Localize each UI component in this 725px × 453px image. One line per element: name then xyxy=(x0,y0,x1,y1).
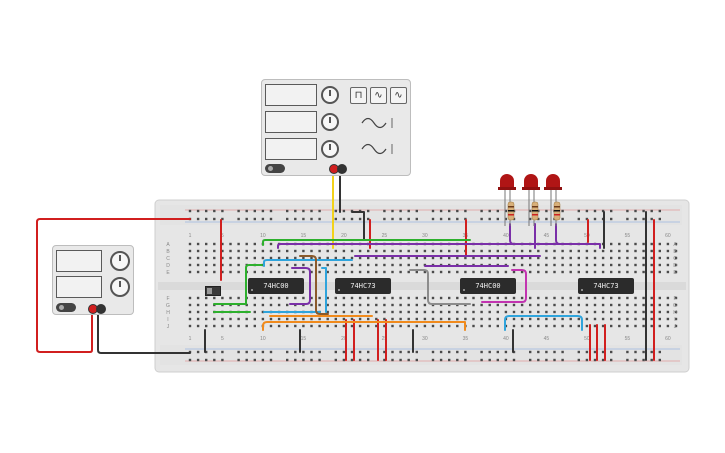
column-number: 15 xyxy=(301,336,307,342)
column-number: 20 xyxy=(341,336,347,342)
row-letter: B xyxy=(166,249,170,255)
wire-black-power xyxy=(97,307,191,354)
generator-power-switch[interactable] xyxy=(265,164,285,173)
ic-chip-2[interactable]: 74HC73 xyxy=(335,278,391,294)
row-letter: J xyxy=(167,324,170,330)
wire-blue-right xyxy=(504,315,583,331)
row-letter: C xyxy=(673,256,677,262)
row-letter: E xyxy=(166,270,170,276)
column-number: 30 xyxy=(422,336,428,342)
led-array[interactable] xyxy=(498,174,562,226)
sine-symbol-icon xyxy=(361,117,393,129)
wire-red-power xyxy=(36,218,191,353)
wire-blue-3 xyxy=(321,267,327,313)
column-number: 45 xyxy=(544,336,550,342)
column-number: 35 xyxy=(463,336,469,342)
power-supply[interactable] xyxy=(52,245,134,315)
wire-purple-led-1 xyxy=(509,223,541,245)
column-number: 1 xyxy=(189,233,192,239)
square-wave-icon[interactable]: ⊓ xyxy=(350,87,367,104)
supply-power-switch[interactable] xyxy=(56,303,76,312)
row-letter: F xyxy=(673,296,676,302)
column-number: 50 xyxy=(584,336,590,342)
wire-blue-1 xyxy=(263,259,353,267)
column-number: 55 xyxy=(625,233,631,239)
led-3 xyxy=(544,174,562,226)
supply-negative-terminal[interactable] xyxy=(96,304,106,314)
led-2 xyxy=(522,174,540,226)
power-rail-bottom xyxy=(160,345,682,365)
wire-purple-led-3 xyxy=(555,223,599,245)
row-letter: B xyxy=(673,249,677,255)
ic-chip-3[interactable]: 74HC00 xyxy=(460,278,516,294)
frequency-knob[interactable] xyxy=(321,86,339,104)
row-letter: I xyxy=(167,317,168,323)
generator-display-offset xyxy=(265,138,317,160)
ic-chip-1[interactable]: 74HC00 xyxy=(248,278,304,294)
row-letter: G xyxy=(166,303,170,309)
row-letter: D xyxy=(673,263,677,269)
column-number: 25 xyxy=(382,336,388,342)
row-letter: E xyxy=(673,270,677,276)
amplitude-knob[interactable] xyxy=(321,113,339,131)
column-number: 45 xyxy=(544,233,550,239)
row-letter: H xyxy=(673,310,677,316)
supply-display-current xyxy=(56,276,102,298)
offset-knob[interactable] xyxy=(321,140,339,158)
wire-green-input xyxy=(213,264,263,305)
ic-chip-4[interactable]: 74HC73 xyxy=(578,278,634,294)
wire-magenta xyxy=(481,269,527,303)
offset-symbol-icon xyxy=(361,143,393,155)
row-letter: H xyxy=(166,310,170,316)
column-number: 55 xyxy=(625,336,631,342)
column-number: 25 xyxy=(382,233,388,239)
column-number: 5 xyxy=(221,336,224,342)
wire-green-long xyxy=(262,239,471,246)
column-number: 10 xyxy=(260,233,266,239)
breadboard-labels: 1155101015152020252530303535404045455050… xyxy=(166,233,677,342)
wires[interactable] xyxy=(36,169,655,361)
column-number: 15 xyxy=(301,233,307,239)
row-letter: J xyxy=(674,324,677,330)
column-number: 40 xyxy=(503,336,509,342)
generator-display-frequency xyxy=(265,84,317,106)
wire-black-jumper xyxy=(351,211,365,241)
column-number: 20 xyxy=(341,233,347,239)
row-letter: A xyxy=(673,242,677,248)
row-letter: I xyxy=(674,317,675,323)
row-letter: C xyxy=(166,256,170,262)
voltage-knob[interactable] xyxy=(110,251,130,271)
wire-brown xyxy=(299,255,329,315)
row-letter: A xyxy=(166,242,170,248)
column-number: 5 xyxy=(221,233,224,239)
slide-switch[interactable] xyxy=(205,286,221,296)
sine-wave-icon[interactable]: ∿ xyxy=(390,87,407,104)
led-1 xyxy=(498,174,516,226)
supply-display-voltage xyxy=(56,250,102,272)
column-number: 40 xyxy=(503,233,509,239)
function-generator[interactable]: ⊓ ∿ ∿ xyxy=(261,79,411,176)
row-letter: F xyxy=(166,296,169,302)
breadboard-center-channel xyxy=(158,282,686,290)
generator-negative-terminal[interactable] xyxy=(337,164,347,174)
wire-gray xyxy=(409,269,471,305)
row-letter: D xyxy=(166,263,170,269)
current-knob[interactable] xyxy=(110,277,130,297)
column-number: 60 xyxy=(665,336,671,342)
column-number: 60 xyxy=(665,233,671,239)
column-number: 10 xyxy=(260,336,266,342)
column-number: 30 xyxy=(422,233,428,239)
column-number: 1 xyxy=(189,336,192,342)
row-letter: G xyxy=(673,303,677,309)
wire-purple-loop xyxy=(289,267,311,305)
wire-purple-long xyxy=(277,243,601,249)
wire-orange-long xyxy=(262,321,466,331)
triangle-wave-icon[interactable]: ∿ xyxy=(370,87,387,104)
generator-display-amplitude xyxy=(265,111,317,133)
